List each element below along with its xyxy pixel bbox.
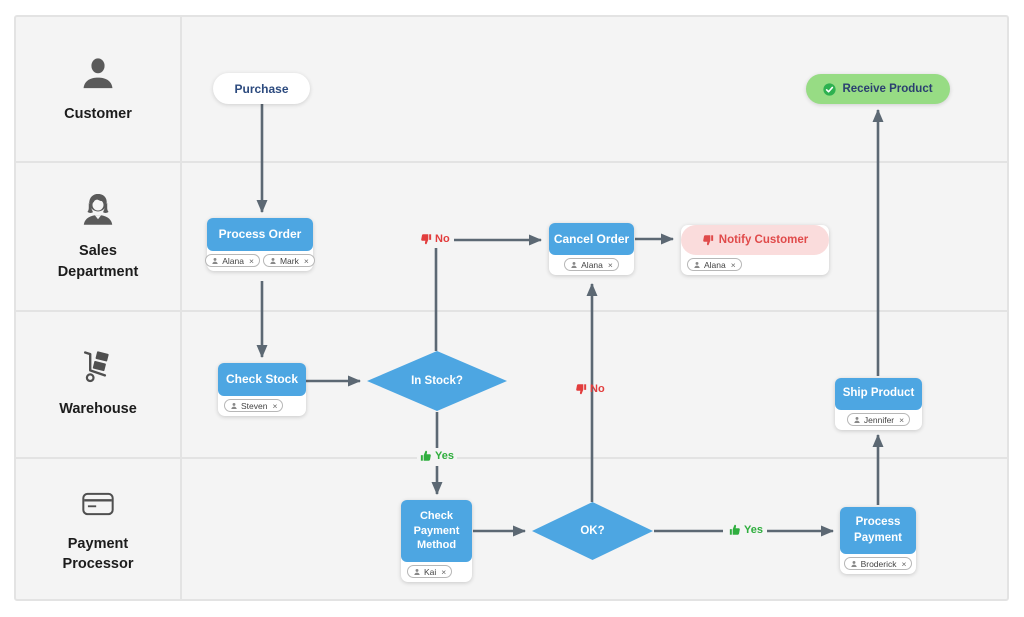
node-label: Cancel Order bbox=[549, 223, 634, 255]
assignee-chip[interactable]: Mark × bbox=[262, 254, 315, 267]
lane-payment-processor: Payment Processor bbox=[16, 459, 180, 597]
remove-icon[interactable]: × bbox=[303, 255, 309, 266]
person-icon bbox=[694, 261, 700, 268]
lane-sales-department: Sales Department bbox=[16, 163, 180, 308]
saleswoman-icon bbox=[76, 189, 120, 233]
remove-icon[interactable]: × bbox=[607, 259, 613, 270]
lane-warehouse: Warehouse bbox=[16, 312, 180, 455]
remove-icon[interactable]: × bbox=[272, 400, 278, 411]
thumbs-up-icon bbox=[420, 450, 431, 461]
thumbs-down-icon bbox=[576, 384, 587, 395]
assignee-chip[interactable]: Kai × bbox=[407, 565, 453, 578]
edge-label-text: No bbox=[435, 233, 450, 245]
edge-label-text: No bbox=[590, 383, 605, 395]
person-icon bbox=[854, 416, 860, 423]
person-icon bbox=[850, 560, 857, 567]
node-label: Receive Product bbox=[842, 83, 933, 95]
node-label: Check Payment Method bbox=[401, 500, 472, 562]
assignee-name: Alana bbox=[704, 259, 726, 270]
remove-icon[interactable]: × bbox=[901, 558, 907, 569]
node-process-order[interactable]: Process Order Alana × Mark × bbox=[205, 218, 315, 271]
person-icon bbox=[270, 257, 276, 264]
edge-label-text: Yes bbox=[435, 450, 454, 462]
notify-pill: Notify Customer bbox=[681, 225, 829, 255]
lane-divider bbox=[14, 310, 1009, 312]
assignee-name: Alana bbox=[581, 259, 603, 270]
credit-card-icon bbox=[76, 482, 120, 526]
swimlane-frame bbox=[14, 15, 1009, 601]
edge-label-yes[interactable]: Yes bbox=[726, 523, 766, 537]
node-receive-product[interactable]: Receive Product bbox=[806, 74, 950, 104]
assignee-chip[interactable]: Jennifer × bbox=[846, 413, 911, 426]
node-label: In Stock? bbox=[411, 375, 463, 387]
remove-icon[interactable]: × bbox=[441, 566, 447, 577]
person-icon bbox=[77, 54, 119, 96]
node-ship-product[interactable]: Ship Product Jennifer × bbox=[835, 378, 922, 430]
person-icon bbox=[571, 261, 577, 268]
node-cancel-order[interactable]: Cancel Order Alana × bbox=[549, 223, 634, 275]
assignee-name: Broderick bbox=[860, 558, 897, 569]
assignee-chips: Kai × bbox=[401, 562, 472, 582]
assignee-chip[interactable]: Alana × bbox=[564, 258, 619, 271]
handtruck-icon bbox=[76, 347, 120, 391]
thumbs-down-icon bbox=[421, 234, 432, 245]
assignee-chips: Alana × Mark × bbox=[205, 251, 315, 271]
check-circle-icon bbox=[823, 82, 837, 96]
edge-label-yes[interactable]: Yes bbox=[417, 449, 457, 463]
lane-header-divider bbox=[180, 15, 182, 601]
assignee-name: Jennifer bbox=[863, 414, 895, 425]
node-notify-customer[interactable]: Notify Customer Alana × bbox=[681, 225, 829, 275]
node-process-payment[interactable]: Process Payment Broderick × bbox=[840, 507, 916, 574]
lane-label: Payment Processor bbox=[62, 535, 134, 572]
assignee-chips: Broderick × bbox=[840, 554, 916, 574]
node-purchase[interactable]: Purchase bbox=[213, 73, 310, 104]
assignee-chip[interactable]: Alana × bbox=[687, 258, 742, 271]
remove-icon[interactable]: × bbox=[899, 414, 905, 425]
node-label: Notify Customer bbox=[718, 234, 809, 246]
assignee-name: Kai bbox=[424, 566, 437, 577]
edge-label-no[interactable]: No bbox=[417, 232, 453, 246]
node-label: Purchase bbox=[234, 81, 289, 96]
lane-label: Warehouse bbox=[59, 401, 137, 418]
thumbs-down-icon bbox=[702, 235, 713, 246]
lane-label: Customer bbox=[64, 105, 132, 122]
lane-customer: Customer bbox=[16, 17, 180, 161]
node-label: Ship Product bbox=[835, 378, 922, 410]
assignee-chips: Alana × bbox=[549, 255, 634, 275]
lane-divider bbox=[14, 457, 1009, 459]
assignee-chip[interactable]: Broderick × bbox=[843, 557, 913, 570]
node-label: Process Payment bbox=[840, 507, 916, 554]
assignee-name: Steven bbox=[241, 400, 268, 411]
node-label: Process Order bbox=[207, 218, 313, 251]
person-icon bbox=[414, 568, 420, 575]
node-label: Check Stock bbox=[218, 363, 306, 396]
lane-label: Sales Department bbox=[57, 243, 139, 280]
assignee-chips: Alana × bbox=[681, 255, 829, 275]
edge-label-text: Yes bbox=[744, 524, 763, 536]
assignee-chip[interactable]: Steven × bbox=[224, 399, 284, 412]
assignee-chip[interactable]: Alana × bbox=[205, 254, 260, 267]
assignee-chips: Jennifer × bbox=[835, 410, 922, 430]
assignee-name: Mark bbox=[279, 255, 299, 266]
person-icon bbox=[212, 257, 218, 264]
lane-divider bbox=[14, 161, 1009, 163]
assignee-chips: Steven × bbox=[218, 396, 306, 416]
node-check-stock[interactable]: Check Stock Steven × bbox=[218, 363, 306, 416]
edge-label-no[interactable]: No bbox=[575, 383, 605, 395]
remove-icon[interactable]: × bbox=[248, 255, 254, 266]
thumbs-up-icon bbox=[729, 524, 740, 535]
assignee-name: Alana bbox=[222, 255, 244, 266]
remove-icon[interactable]: × bbox=[730, 259, 736, 270]
node-check-payment-method[interactable]: Check Payment Method Kai × bbox=[401, 500, 472, 582]
node-label: OK? bbox=[580, 525, 605, 537]
person-icon bbox=[231, 402, 237, 409]
